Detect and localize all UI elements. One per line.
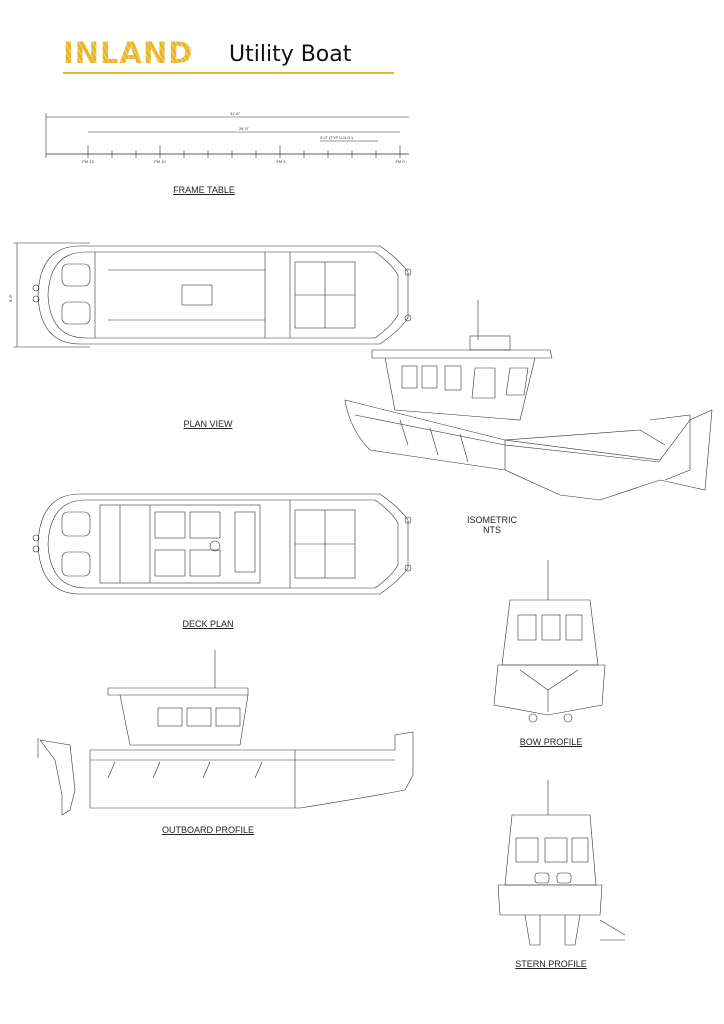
outboard-profile-label: OUTBOARD PROFILE bbox=[161, 825, 254, 835]
deck-plan-drawing bbox=[32, 493, 412, 595]
page-title: Utility Boat bbox=[229, 42, 352, 67]
isometric-label: ISOMETRIC bbox=[466, 515, 517, 525]
stern-profile-drawing bbox=[497, 780, 626, 946]
frame-label: FM 13 bbox=[82, 159, 94, 164]
brand-logo: INLAND bbox=[63, 36, 194, 70]
frames-dim-text: 26'-0" bbox=[239, 126, 250, 131]
frame-label: FM 0 bbox=[395, 159, 405, 164]
plan-view-drawing: 8'-6" bbox=[8, 242, 412, 348]
title-underline bbox=[63, 72, 394, 74]
beam-dim-text: 8'-6" bbox=[8, 293, 13, 302]
stern-profile-label: STERN PROFILE bbox=[515, 959, 587, 969]
plan-view-label: PLAN VIEW bbox=[183, 419, 233, 429]
outboard-profile-drawing bbox=[37, 650, 414, 816]
deck-plan-label: DECK PLAN bbox=[182, 619, 234, 629]
bow-profile-label: BOW PROFILE bbox=[519, 737, 583, 747]
frame-label: FM 5 bbox=[276, 159, 286, 164]
isometric-sublabel: NTS bbox=[483, 525, 501, 535]
spacing-dim-text: 2'-0" (TYP U.N.O.) bbox=[320, 135, 353, 140]
frame-table-label: FRAME TABLE bbox=[173, 185, 235, 195]
isometric-drawing bbox=[344, 300, 713, 501]
frame-table: 31'-6" 26'-0" 2'-0" (TYP U.N.O.) FM 13 F… bbox=[45, 111, 409, 164]
bow-profile-drawing bbox=[493, 560, 606, 723]
frame-label: FM 10 bbox=[154, 159, 166, 164]
overall-dim-text: 31'-6" bbox=[230, 111, 241, 116]
